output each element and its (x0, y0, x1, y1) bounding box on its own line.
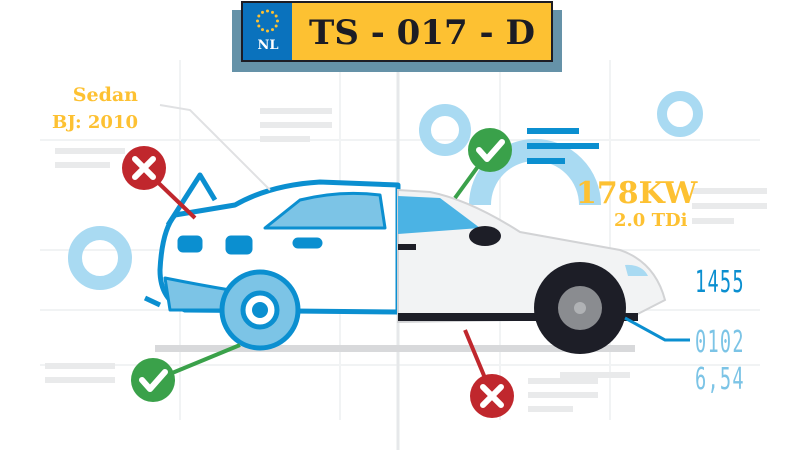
eu-star (276, 19, 279, 23)
readout-2: 0102 (695, 325, 745, 360)
eu-star (274, 14, 278, 18)
power-label: 178KW (576, 176, 698, 211)
eu-star (257, 24, 261, 28)
license-plate (241, 1, 553, 62)
eu-star (261, 10, 264, 14)
body-type-label: Sedan (72, 84, 138, 106)
readout-1: 1455 (695, 265, 745, 300)
readout-3: 6,54 (695, 362, 745, 397)
check-icon (468, 128, 512, 172)
build-year-label: BJ: 2010 (51, 112, 138, 133)
cross-icon (122, 146, 166, 190)
eu-star (266, 9, 269, 13)
eu-star (274, 24, 278, 28)
eu-star (261, 28, 264, 32)
eu-stars-icon (256, 9, 279, 33)
engine-label: 2.0 TDi (614, 210, 688, 231)
blue-lines (527, 128, 599, 164)
plate-country-code: NL (257, 38, 279, 53)
cross-icon (470, 374, 514, 418)
eu-star (271, 10, 274, 14)
eu-star (271, 28, 274, 32)
plate-number: TS - 017 - D (309, 13, 535, 53)
eu-star (266, 29, 269, 33)
eu-star (257, 14, 261, 18)
placeholder-lines (45, 108, 767, 412)
decorative-rings (68, 91, 703, 290)
eu-star (256, 19, 259, 23)
car-outline-left (143, 172, 401, 351)
check-icon (131, 358, 175, 402)
car-realistic-right (397, 188, 667, 354)
